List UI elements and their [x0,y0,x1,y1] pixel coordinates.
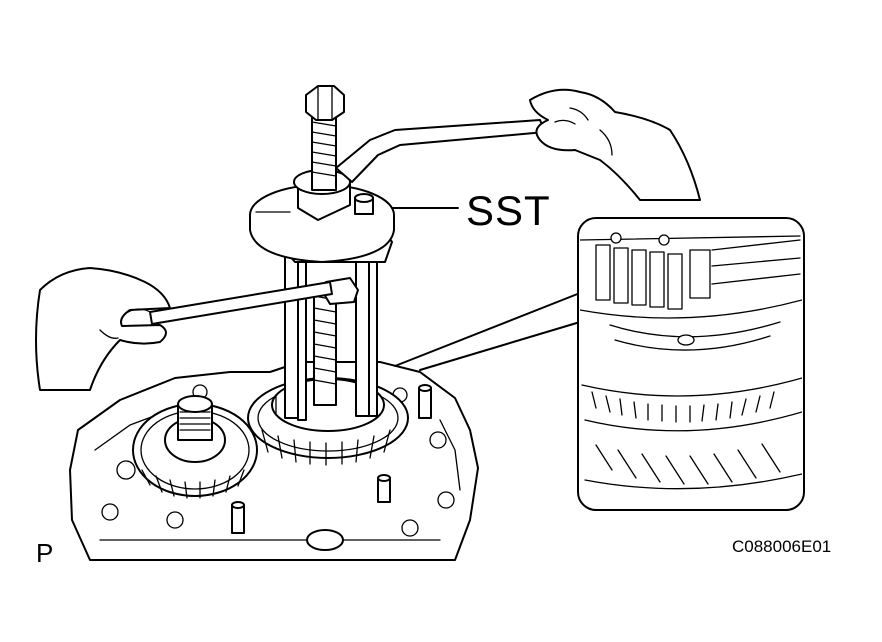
gear-puller-icon [249,85,395,421]
magnifier-pointer [394,292,581,371]
view-marker: P [36,538,54,568]
hand-wrench-icon [335,88,701,201]
hand-bar-icon [35,267,333,391]
magnifier-detail-icon [577,217,805,511]
counter-gear [132,395,258,499]
sst-callout-label: SST [466,187,551,234]
figure-id: C088006E01 [732,537,832,556]
case-studs [231,384,432,551]
